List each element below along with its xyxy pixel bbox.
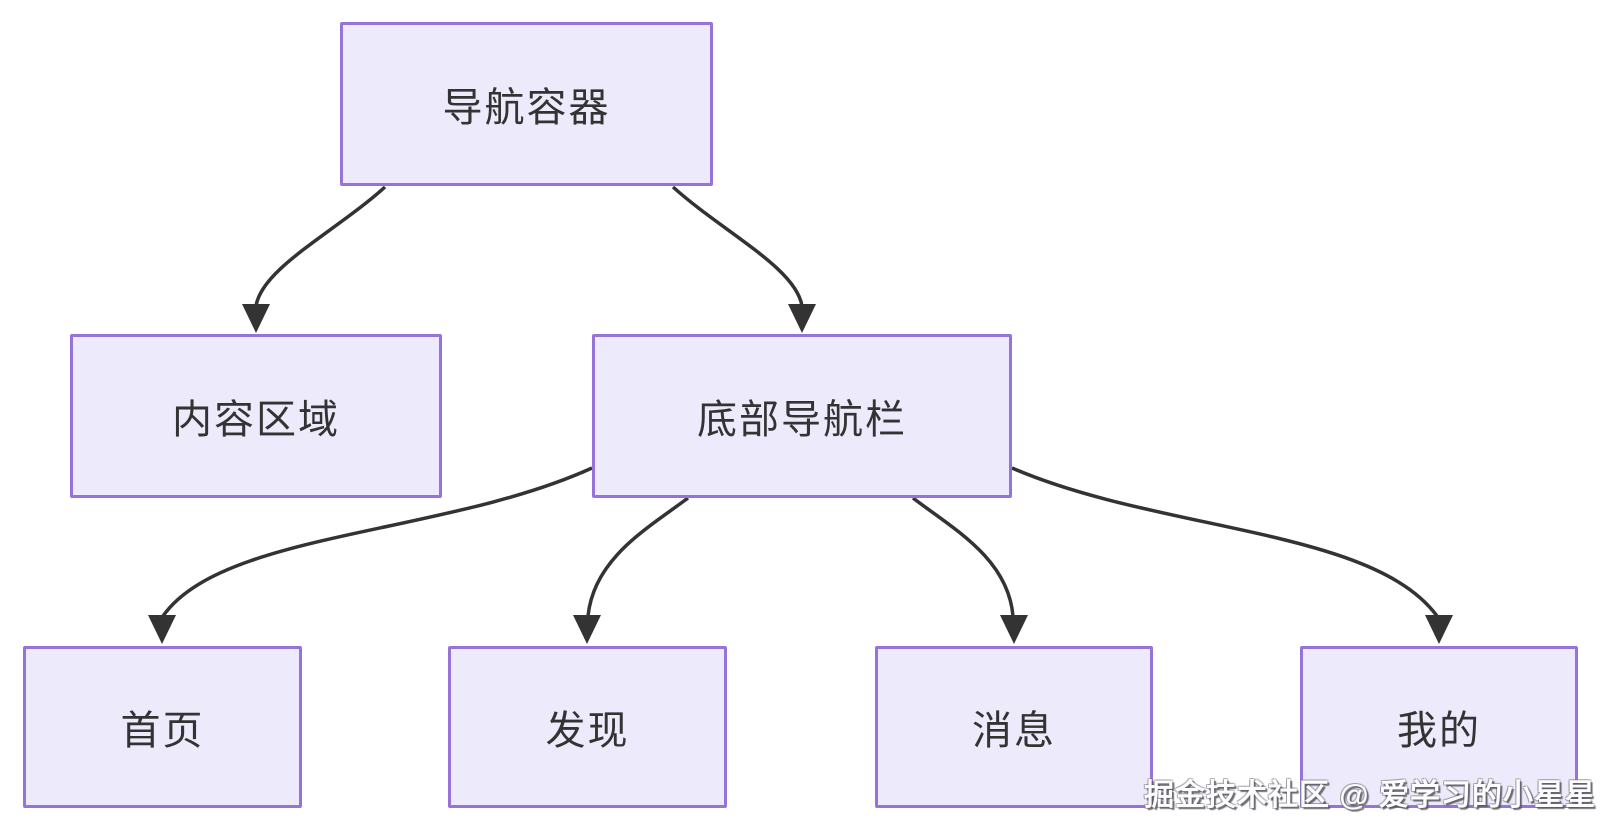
arrowhead-mine [1425, 615, 1453, 644]
arrowhead-home [148, 615, 176, 644]
edge-bottom-nav-to-mine [1011, 466, 1439, 618]
node-label: 首页 [120, 709, 205, 753]
node-label: 消息 [972, 709, 1056, 753]
arrowhead-content-area [242, 304, 270, 333]
edge-bottom-nav-to-discover [586, 496, 690, 617]
node-home: 首页 [23, 646, 302, 808]
node-discover: 发现 [448, 646, 727, 808]
watermark: 掘金技术社区 @ 爱学习的小星星 [1144, 779, 1596, 812]
node-label: 导航容器 [442, 86, 611, 130]
node-label: 发现 [545, 709, 630, 753]
node-messages: 消息 [875, 646, 1153, 808]
edge-nav-container-to-content-area [254, 185, 387, 307]
node-nav-container: 导航容器 [340, 22, 713, 186]
node-mine: 我的 [1300, 646, 1578, 808]
node-label: 内容区域 [172, 398, 340, 442]
node-content-area: 内容区域 [70, 334, 442, 498]
arrowhead-messages [1000, 615, 1028, 644]
arrowhead-bottom-nav [788, 304, 816, 333]
edge-bottom-nav-to-messages [911, 496, 1015, 617]
node-bottom-nav: 底部导航栏 [592, 334, 1012, 498]
node-label: 底部导航栏 [697, 398, 907, 442]
arrowhead-discover [573, 615, 601, 644]
node-label: 我的 [1397, 709, 1481, 753]
edge-nav-container-to-bottom-nav [671, 185, 804, 307]
